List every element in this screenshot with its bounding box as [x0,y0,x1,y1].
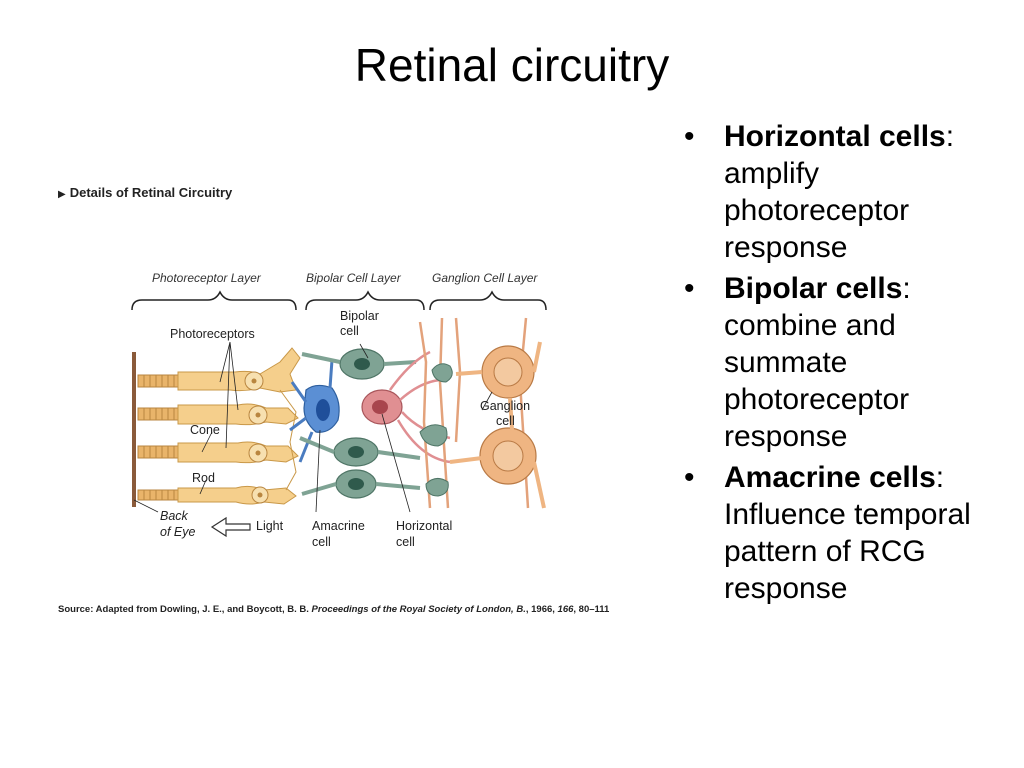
source-volume: 166 [557,604,574,615]
photoreceptor-cells [177,347,301,505]
label-bipolar-1: Bipolar [340,309,379,323]
bullet-dot: • [684,461,695,494]
source-year: , 1966, [525,604,555,615]
photoreceptor-nuclei [244,371,269,504]
photoreceptor-outer-segments [137,374,179,501]
label-photoreceptors: Photoreceptors [170,327,255,341]
bullet-dot: • [684,120,695,153]
bullet-term: Amacrine cells [724,461,936,494]
layer-label-ganglion: Ganglion Cell Layer [432,271,538,285]
brace-bipolar [305,290,425,311]
horizontal-cell-blue [289,359,340,463]
bullet-bipolar-cells: • Bipolar cells: combine and summate pho… [682,270,1012,455]
source-pages: , 80–111 [573,604,610,615]
play-triangle-icon: ▶ [58,189,66,200]
bullet-dot: • [684,272,695,305]
layer-label-photoreceptor: Photoreceptor Layer [152,271,262,285]
brace-photoreceptor [131,290,297,311]
leader-lines [133,341,493,513]
label-back-of-eye-1: Back [160,509,189,523]
bullet-text: : amplify photoreceptor response [724,120,955,264]
amacrine-cell-red [361,350,451,464]
back-of-eye-wall [132,352,136,507]
label-bipolar-2: cell [340,324,359,338]
label-amacrine-2: cell [312,535,331,549]
figure-header: ▶Details of Retinal Circuitry [58,185,232,200]
label-light: Light [256,519,284,533]
bullet-amacrine-cells: • Amacrine cells: Influence temporal pat… [682,459,1012,607]
source-journal: Proceedings of the Royal Society of Lond… [311,604,526,615]
label-amacrine-1: Amacrine [312,519,365,533]
amacrine-branches [419,363,453,497]
bullet-text: : combine and summate photoreceptor resp… [724,272,911,453]
bullet-horizontal-cells: • Horizontal cells: amplify photorecepto… [682,118,1012,266]
bullet-term: Horizontal cells [724,120,946,153]
retina-diagram: Photoreceptor Layer Bipolar Cell Layer G… [131,271,547,549]
brace-ganglion [429,290,547,311]
source-prefix: Source: Adapted from Dowling, J. E., and… [58,604,309,615]
layer-label-bipolar: Bipolar Cell Layer [306,271,402,285]
bullet-list: • Horizontal cells: amplify photorecepto… [682,118,1012,611]
bullet-term: Bipolar cells [724,272,903,305]
ganglion-cells [449,341,546,509]
label-horizontal-2: cell [396,535,415,549]
bullet-text: : Influence temporal pattern of RCG resp… [724,461,971,605]
bipolar-nuclei [348,358,370,490]
label-horizontal-1: Horizontal [396,519,452,533]
label-back-of-eye-2: of Eye [160,525,195,539]
figure-header-text: Details of Retinal Circuitry [69,185,233,200]
light-arrow-icon [210,516,251,538]
figure-source: Source: Adapted from Dowling, J. E., and… [58,604,609,615]
label-cone: Cone [190,423,220,437]
slide-title: Retinal circuitry [354,39,670,91]
label-ganglion-2: cell [496,414,515,428]
label-ganglion-1: Ganglion [480,399,530,413]
label-rod: Rod [192,471,215,485]
